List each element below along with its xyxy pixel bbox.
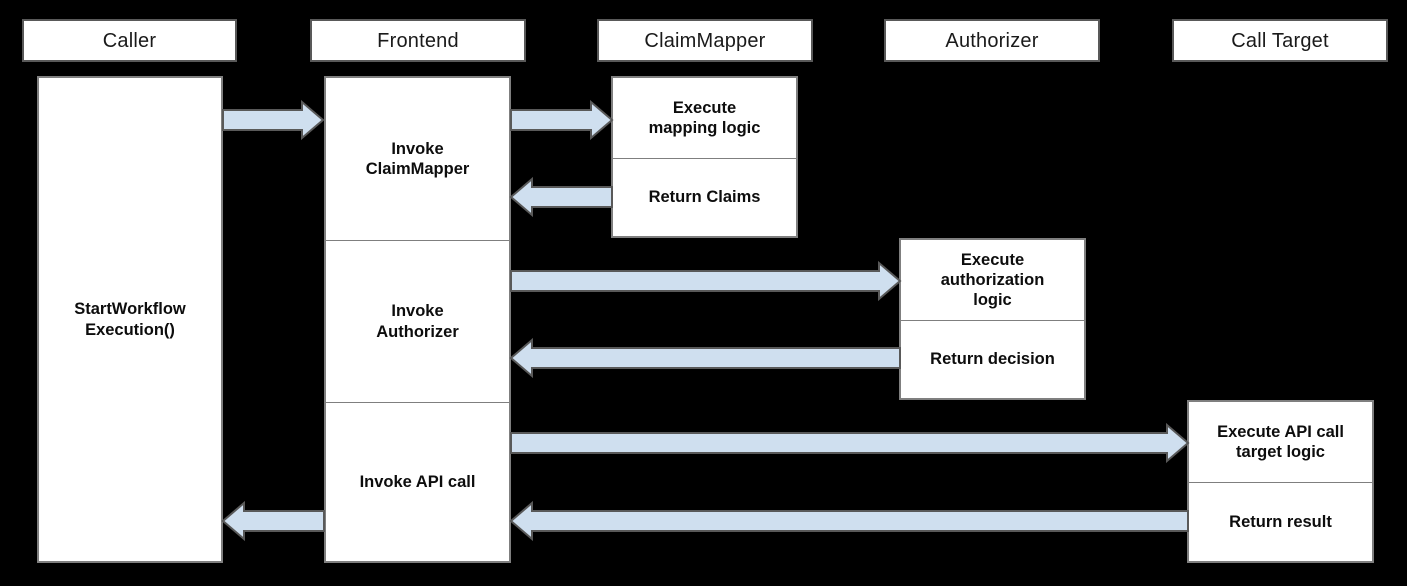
activation-claimmapper-return-claims[interactable]: Return Claims [613, 158, 796, 236]
activation-authorizer-return-decision[interactable]: Return decision [901, 320, 1084, 398]
message-arrow-claimmapper-to-frontend[interactable] [509, 176, 613, 218]
lane-header-caller-label: Caller [102, 29, 157, 52]
lane-header-frontend-label: Frontend [377, 29, 459, 52]
message-arrow-authorizer-to-frontend[interactable] [509, 337, 901, 379]
message-arrow-frontend-to-caller[interactable] [221, 500, 325, 542]
message-arrow-frontend-to-claimmapper[interactable] [510, 99, 614, 141]
message-arrow-frontend-to-calltarget[interactable] [510, 422, 1190, 464]
lane-header-claimmapper-label: ClaimMapper [644, 29, 766, 52]
lane-header-claimmapper[interactable]: ClaimMapper [597, 19, 813, 62]
lane-header-calltarget[interactable]: Call Target [1172, 19, 1388, 62]
lane-header-frontend[interactable]: Frontend [310, 19, 526, 62]
lane-header-authorizer-label: Authorizer [945, 29, 1039, 52]
lane-header-authorizer[interactable]: Authorizer [884, 19, 1100, 62]
message-arrow-calltarget-to-frontend[interactable] [509, 500, 1189, 542]
lane-header-caller[interactable]: Caller [22, 19, 237, 62]
activation-calltarget-return-result[interactable]: Return result [1189, 482, 1372, 561]
lane-header-calltarget-label: Call Target [1231, 29, 1329, 52]
message-arrow-frontend-to-authorizer[interactable] [510, 260, 902, 302]
activation-frontend-invoke-api-call[interactable]: Invoke API call [326, 402, 509, 561]
message-arrow-caller-to-frontend[interactable] [222, 99, 325, 141]
